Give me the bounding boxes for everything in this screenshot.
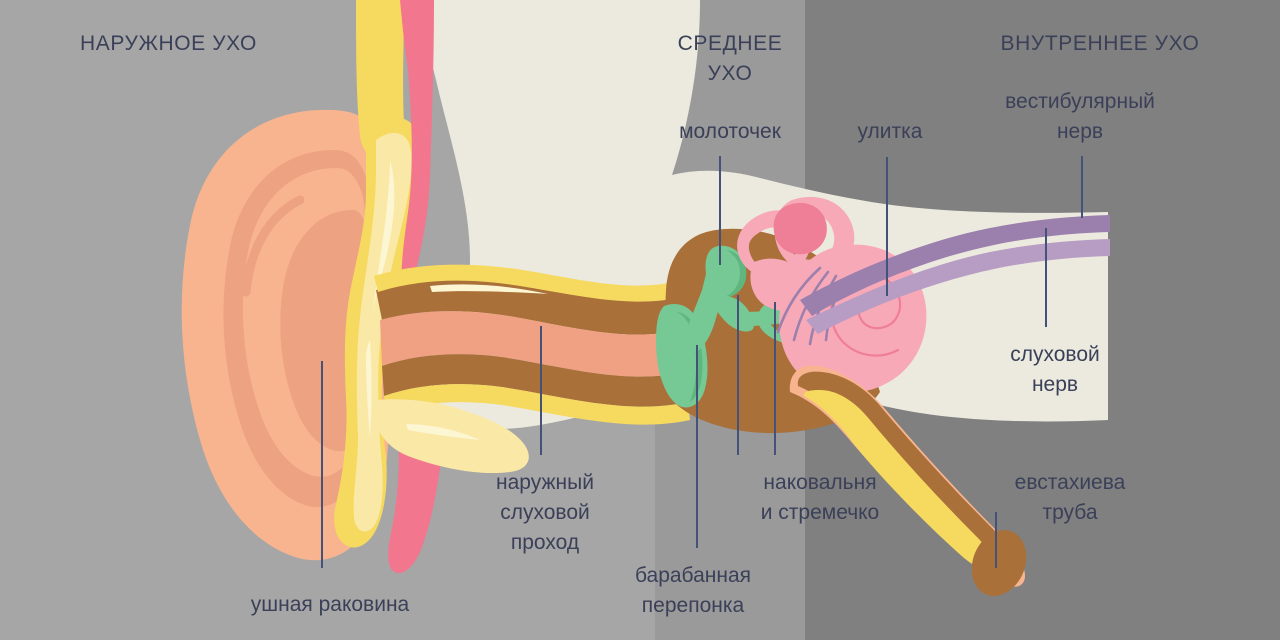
semicircular-canal-posterior xyxy=(773,202,827,255)
canal-highlight-strip xyxy=(430,284,548,294)
canal-lumen xyxy=(380,311,684,377)
canal-pad-highlight xyxy=(406,424,480,440)
malleus-shade xyxy=(722,250,747,298)
canal-lining-bottom xyxy=(384,384,690,425)
auditory-nerve-shape xyxy=(806,239,1110,334)
canal-lining-top xyxy=(374,264,678,302)
temporal-muscle xyxy=(400,0,434,292)
canal-wall-top xyxy=(376,278,680,335)
canal-wall-bottom xyxy=(382,354,688,407)
eustachian-opening xyxy=(971,530,1027,596)
vestibular-nerve-shape xyxy=(800,215,1110,316)
cartilage-highlight-lower xyxy=(366,340,372,438)
auricle-crease-upper xyxy=(241,195,305,297)
upper-cartilage-strip xyxy=(356,0,405,161)
eustachian-lining xyxy=(803,390,992,569)
incus-shape xyxy=(713,295,755,332)
cartilage-inner-light xyxy=(353,132,412,532)
